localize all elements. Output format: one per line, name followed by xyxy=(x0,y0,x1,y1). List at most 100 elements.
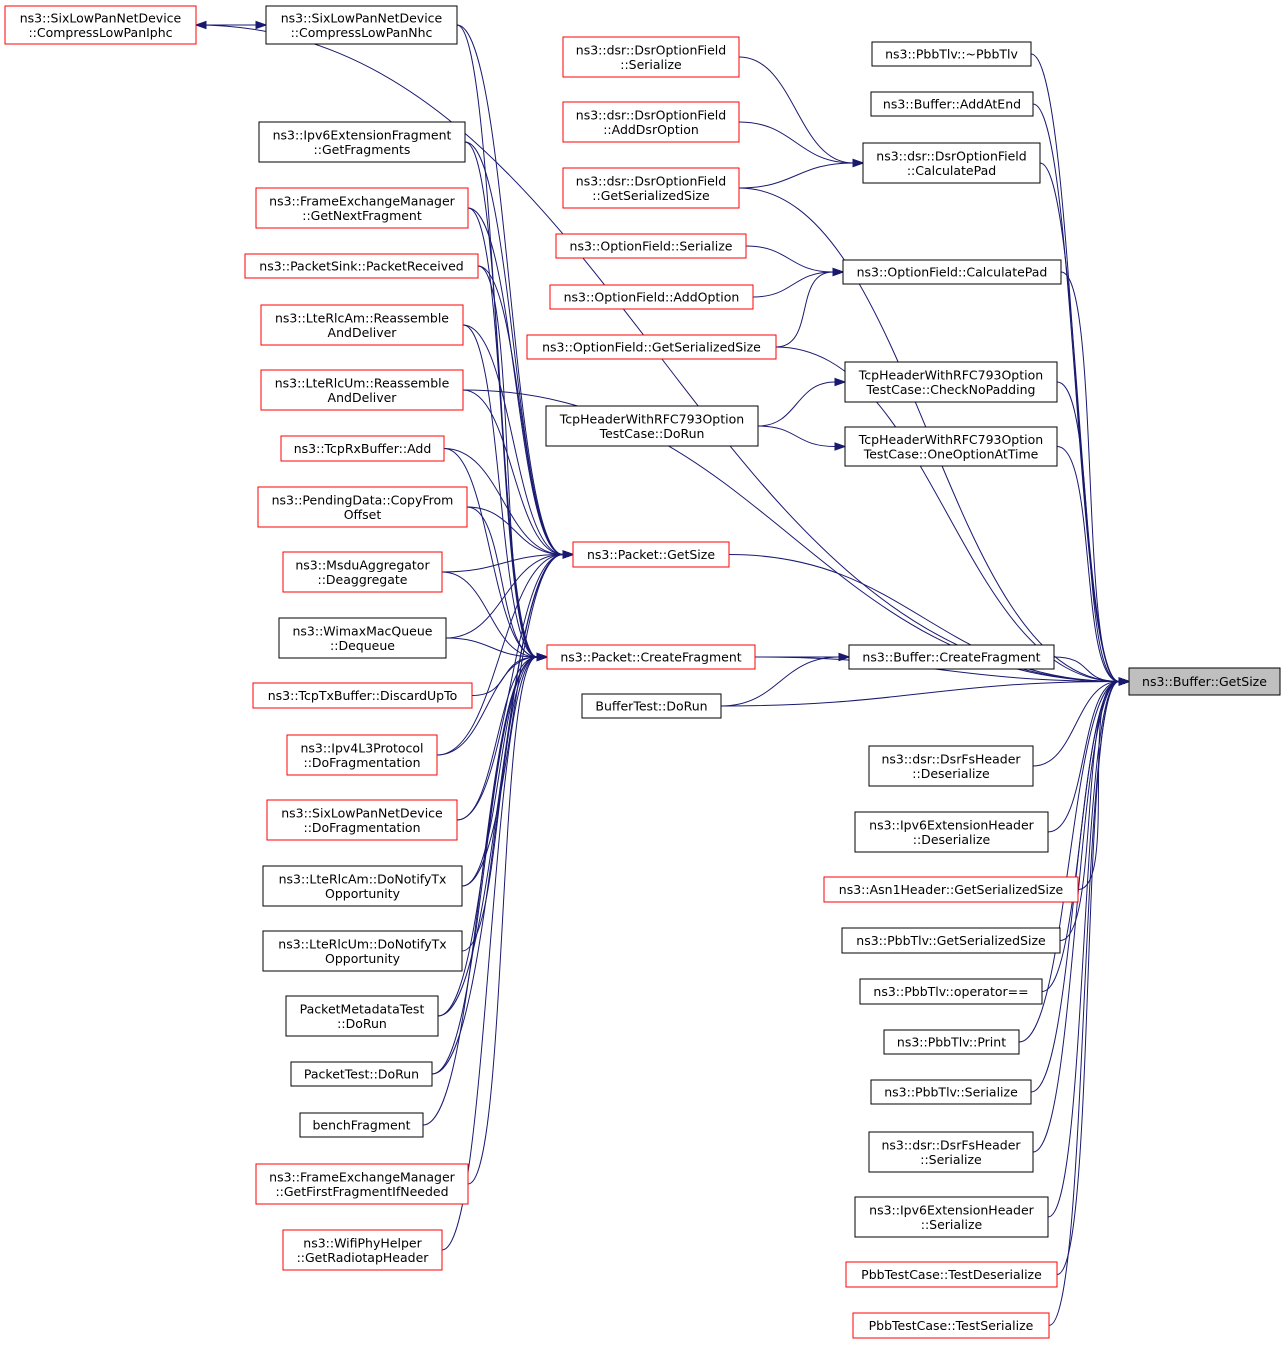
node-dsr-getsersize[interactable]: ns3::dsr::DsrOptionField::GetSerializedS… xyxy=(562,167,740,209)
node-box xyxy=(572,541,730,568)
call-edge xyxy=(456,24,564,555)
node-of-addoption[interactable]: ns3::OptionField::AddOption xyxy=(549,284,754,310)
node-pmdtest-dorun[interactable]: PacketMetadataTest::DoRun xyxy=(285,995,439,1037)
node-box xyxy=(868,745,1034,787)
node-ipv6ext-deser[interactable]: ns3::Ipv6ExtensionHeader::Deserialize xyxy=(854,811,1049,853)
node-label: ::DoRun xyxy=(337,1016,387,1031)
node-dsrfs-deser[interactable]: ns3::dsr::DsrFsHeader::Deserialize xyxy=(868,745,1034,787)
call-edge xyxy=(441,656,538,1251)
node-label: ns3::PendingData::CopyFrom xyxy=(272,492,454,507)
call-edge xyxy=(467,656,538,1185)
node-label: ns3::Buffer::CreateFragment xyxy=(862,650,1040,665)
node-asn1-getsersize[interactable]: ns3::Asn1Header::GetSerializedSize xyxy=(823,876,1079,903)
node-label: ns3::FrameExchangeManager xyxy=(269,1169,455,1184)
node-buffer-createfrag[interactable]: ns3::Buffer::CreateFragment xyxy=(848,644,1055,670)
node-of-calcpad[interactable]: ns3::OptionField::CalculatePad xyxy=(842,259,1062,285)
node-of-serialize[interactable]: ns3::OptionField::Serialize xyxy=(555,233,747,259)
node-label: Opportunity xyxy=(325,951,401,966)
call-edge xyxy=(461,656,538,952)
node-label: ns3::Ipv4L3Protocol xyxy=(300,740,423,755)
node-box xyxy=(823,876,1079,903)
node-of-getsersize[interactable]: ns3::OptionField::GetSerializedSize xyxy=(526,334,777,360)
node-label: ::Serialize xyxy=(920,1152,982,1167)
node-box xyxy=(841,927,1061,954)
node-wifiphy-radiotap[interactable]: ns3::WifiPhyHelper::GetRadiotapHeader xyxy=(282,1229,443,1271)
node-box xyxy=(260,369,464,411)
node-pbbtlv-dtor[interactable]: ns3::PbbTlv::~PbbTlv xyxy=(871,41,1032,67)
node-box xyxy=(286,734,438,776)
node-label: ::CompressLowPanNhc xyxy=(291,25,433,40)
node-box xyxy=(282,551,443,593)
call-edge xyxy=(443,448,564,555)
node-pbbtest-deser[interactable]: PbbTestCase::TestDeserialize xyxy=(845,1261,1058,1288)
node-benchfrag[interactable]: benchFragment xyxy=(299,1112,424,1138)
node-tcptx-discard[interactable]: ns3::TcpTxBuffer::DiscardUpTo xyxy=(252,682,473,709)
node-buffertest-dorun[interactable]: BufferTest::DoRun xyxy=(581,693,722,719)
node-box xyxy=(258,121,466,163)
node-packet-getsize[interactable]: ns3::Packet::GetSize xyxy=(572,541,730,568)
node-ipv4l3-dofrag[interactable]: ns3::Ipv4L3Protocol::DoFragmentation xyxy=(286,734,438,776)
node-ipv6frag-getfrags[interactable]: ns3::Ipv6ExtensionFragment::GetFragments xyxy=(258,121,466,163)
node-sixlow-nhc[interactable]: ns3::SixLowPanNetDevice::CompressLowPanN… xyxy=(265,5,458,45)
node-packettest-dorun[interactable]: PacketTest::DoRun xyxy=(290,1061,433,1087)
call-edge xyxy=(466,506,564,555)
node-box xyxy=(871,41,1032,67)
node-label: ns3::LteRlcUm::Reassemble xyxy=(275,375,450,390)
node-pbbtlv-ser[interactable]: ns3::PbbTlv::Serialize xyxy=(870,1079,1032,1105)
call-edge xyxy=(752,271,834,298)
node-packet-createfrag[interactable]: ns3::Packet::CreateFragment xyxy=(546,644,756,670)
node-label: ns3::SixLowPanNetDevice xyxy=(281,10,443,25)
node-dsr-serialize[interactable]: ns3::dsr::DsrOptionField::Serialize xyxy=(562,36,740,78)
node-box xyxy=(282,1229,443,1271)
node-tcprx-add[interactable]: ns3::TcpRxBuffer::Add xyxy=(280,435,445,462)
call-edge xyxy=(462,324,564,555)
node-box xyxy=(255,1163,469,1205)
node-pbbtest-ser[interactable]: PbbTestCase::TestSerialize xyxy=(852,1312,1050,1339)
call-edge xyxy=(456,656,538,821)
node-target[interactable]: ns3::Buffer::GetSize xyxy=(1128,667,1281,696)
node-box xyxy=(265,5,458,45)
node-fem-getfirstfrag[interactable]: ns3::FrameExchangeManager::GetFirstFragm… xyxy=(255,1163,469,1205)
node-wimax-dequeue[interactable]: ns3::WimaxMacQueue::Dequeue xyxy=(278,617,447,659)
node-buffer-addatend[interactable]: ns3::Buffer::AddAtEnd xyxy=(870,91,1034,117)
node-box xyxy=(1128,667,1281,696)
node-label: ns3::dsr::DsrFsHeader xyxy=(881,1137,1021,1152)
node-label: ::DoFragmentation xyxy=(303,755,420,770)
node-box xyxy=(546,644,756,670)
node-msdu-deagg[interactable]: ns3::MsduAggregator::Deaggregate xyxy=(282,551,443,593)
node-box xyxy=(526,334,777,360)
node-label: ns3::WifiPhyHelper xyxy=(303,1235,422,1250)
call-edge xyxy=(441,571,538,658)
node-label: ns3::WimaxMacQueue xyxy=(293,623,433,638)
node-label: ns3::dsr::DsrOptionField xyxy=(576,173,726,188)
node-dsr-adddsr[interactable]: ns3::dsr::DsrOptionField::AddDsrOption xyxy=(562,101,740,143)
node-sixlow-iphc[interactable]: ns3::SixLowPanNetDevice::CompressLowPanI… xyxy=(4,5,197,45)
node-label: PacketTest::DoRun xyxy=(304,1067,419,1082)
node-ipv6ext-ser[interactable]: ns3::Ipv6ExtensionHeader::Serialize xyxy=(854,1196,1049,1238)
node-label: ns3::dsr::DsrOptionField xyxy=(576,107,726,122)
node-label: ns3::Packet::CreateFragment xyxy=(560,650,741,665)
node-sixlow-dofrag[interactable]: ns3::SixLowPanNetDevice::DoFragmentation xyxy=(266,799,458,841)
node-fem-getnextfrag[interactable]: ns3::FrameExchangeManager::GetNextFragme… xyxy=(255,187,469,229)
node-pbbtlv-getsersize[interactable]: ns3::PbbTlv::GetSerializedSize xyxy=(841,927,1061,954)
node-tcp-oneopt[interactable]: TcpHeaderWithRFC793OptionTestCase::OneOp… xyxy=(844,426,1058,467)
node-box xyxy=(252,682,473,709)
node-label: ns3::LteRlcAm::Reassemble xyxy=(275,310,449,325)
node-dsr-calcpad[interactable]: ns3::dsr::DsrOptionField::CalculatePad xyxy=(862,142,1041,184)
node-dsrfs-ser[interactable]: ns3::dsr::DsrFsHeader::Serialize xyxy=(868,1131,1034,1173)
node-pbbtlv-opeq[interactable]: ns3::PbbTlv::operator== xyxy=(859,978,1043,1005)
node-pbbtlv-print[interactable]: ns3::PbbTlv::Print xyxy=(883,1029,1020,1055)
node-packetsink-recv[interactable]: ns3::PacketSink::PacketReceived xyxy=(244,253,479,279)
call-edge xyxy=(757,425,836,447)
call-edge xyxy=(1039,162,1120,682)
node-box xyxy=(299,1112,424,1138)
node-tcp-checknopad[interactable]: TcpHeaderWithRFC793OptionTestCase::Check… xyxy=(844,361,1058,403)
node-label: ns3::PbbTlv::GetSerializedSize xyxy=(856,933,1046,948)
call-edge xyxy=(1047,681,1120,833)
